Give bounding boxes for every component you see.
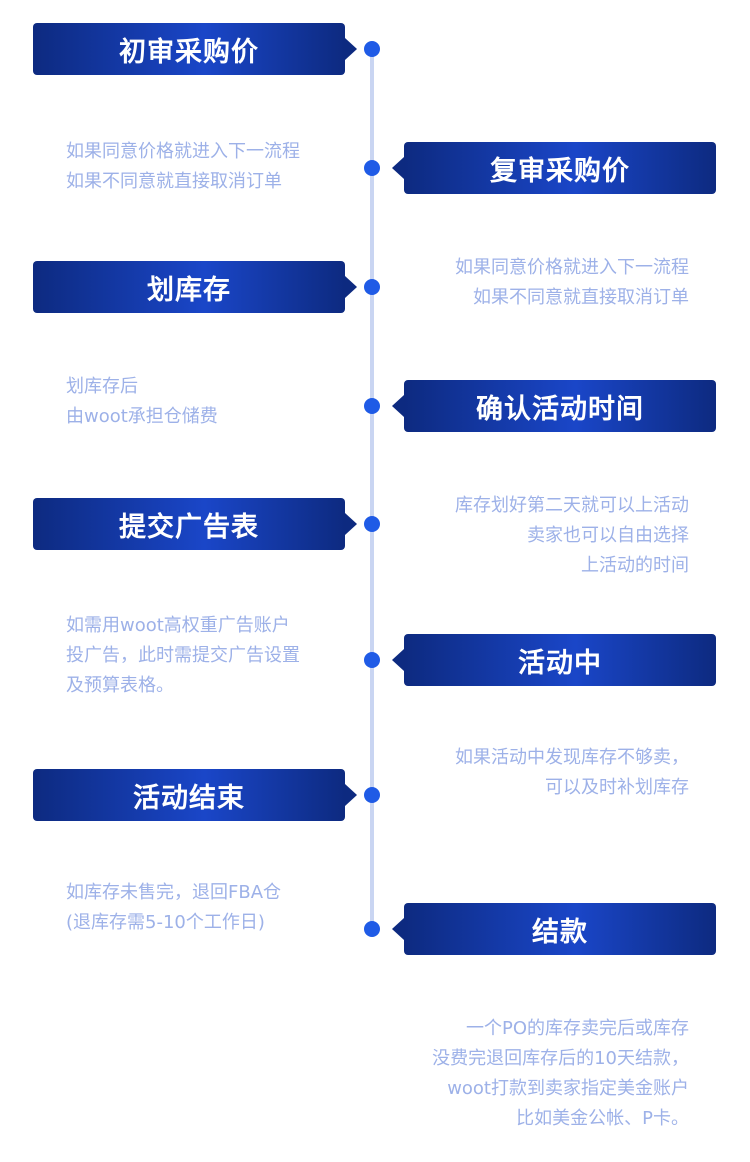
note-initial-review: 如果同意价格就进入下一流程 如果不同意就直接取消订单 (66, 137, 356, 197)
timeline-dot (364, 921, 380, 937)
note-allocate-inventory: 划库存后 由woot承担仓储费 (66, 372, 356, 432)
note-line: 如果同意价格就进入下一流程 (455, 257, 689, 278)
note-line: 如果不同意就直接取消订单 (473, 287, 689, 308)
note-line: 比如美金公帐、P卡。 (516, 1108, 689, 1129)
note-line: 上活动的时间 (581, 555, 689, 576)
note-second-review: 如果同意价格就进入下一流程 如果不同意就直接取消订单 (395, 253, 689, 313)
step-box-in-progress: 活动中 (404, 634, 716, 686)
note-line: 如果活动中发现库存不够卖， (455, 747, 689, 768)
timeline-dot (364, 41, 380, 57)
step-box-second-review: 复审采购价 (404, 142, 716, 194)
note-line: woot打款到卖家指定美金账户 (447, 1078, 689, 1099)
note-submit-ad-form: 如需用woot高权重广告账户 投广告，此时需提交广告设置 及预算表格。 (66, 611, 356, 701)
note-line: 库存划好第二天就可以上活动 (455, 495, 689, 516)
note-line: 划库存后 (66, 376, 138, 397)
note-line: (退库存需5-10个工作日) (66, 912, 265, 933)
note-line: 投广告，此时需提交广告设置 (66, 645, 300, 666)
step-box-allocate-inventory: 划库存 (33, 261, 345, 313)
timeline-dot (364, 652, 380, 668)
note-in-progress: 如果活动中发现库存不够卖， 可以及时补划库存 (395, 743, 689, 803)
timeline-dot (364, 787, 380, 803)
timeline-dot (364, 160, 380, 176)
note-line: 没费完退回库存后的10天结款， (432, 1048, 689, 1069)
timeline-dot (364, 398, 380, 414)
note-settlement: 一个PO的库存卖完后或库存 没费完退回库存后的10天结款， woot打款到卖家指… (395, 1014, 689, 1134)
note-event-end: 如库存未售完，退回FBA仓 (退库存需5-10个工作日) (66, 878, 356, 938)
note-confirm-time: 库存划好第二天就可以上活动 卖家也可以自由选择 上活动的时间 (395, 491, 689, 581)
note-line: 卖家也可以自由选择 (527, 525, 689, 546)
note-line: 如需用woot高权重广告账户 (66, 615, 290, 636)
note-line: 如库存未售完，退回FBA仓 (66, 882, 282, 903)
note-line: 及预算表格。 (66, 675, 174, 696)
timeline-line (370, 48, 374, 933)
step-box-settlement: 结款 (404, 903, 716, 955)
step-box-confirm-time: 确认活动时间 (404, 380, 716, 432)
note-line: 一个PO的库存卖完后或库存 (465, 1018, 689, 1039)
step-box-event-end: 活动结束 (33, 769, 345, 821)
step-box-submit-ad-form: 提交广告表 (33, 498, 345, 550)
timeline-dot (364, 516, 380, 532)
note-line: 由woot承担仓储费 (66, 406, 218, 427)
note-line: 可以及时补划库存 (545, 777, 689, 798)
note-line: 如果不同意就直接取消订单 (66, 171, 282, 192)
step-box-initial-review: 初审采购价 (33, 23, 345, 75)
note-line: 如果同意价格就进入下一流程 (66, 141, 300, 162)
timeline-dot (364, 279, 380, 295)
